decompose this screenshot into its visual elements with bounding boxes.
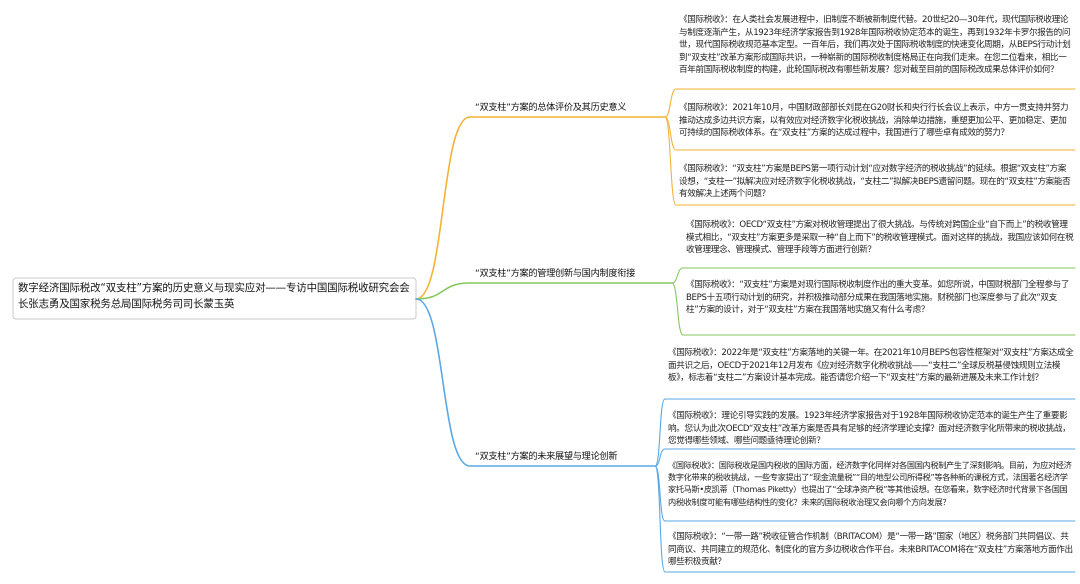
leaf-question-2[interactable]: 《国际税收》：2021年10月，中国财政部部长刘昆在G20财长和央行行长会议上表… (679, 103, 1069, 139)
leaf-connector-1-1 (664, 88, 1076, 118)
leaf-question-8[interactable]: 《国际税收》：国际税收是国内税收的国际方面，经济数字化同样对各国国内税制产生了深… (668, 460, 1072, 507)
leaf-question-4[interactable]: 《国际税收》：OECD“双支柱”方案对税收管理提出了很大挑战。与传统对跨国企业“… (686, 220, 1074, 256)
leaf-connector-3-2 (654, 448, 1076, 467)
leaf-connector-2-2 (671, 282, 1076, 336)
leaf-connector-1-3 (664, 116, 1076, 206)
leaf-question-6[interactable]: 《国际税收》：2022年是“双支柱”方案落地的关键一年。在2021年10月BEP… (668, 348, 1074, 384)
root-topic[interactable]: 数字经济国际税改“双支柱”方案的历史意义与现实应对——专访中国国际税收研究会会长… (18, 282, 410, 310)
branch-management-innovation[interactable]: “双支柱”方案的管理创新与国内制度衔接 (475, 268, 636, 279)
leaf-connector-3-3 (654, 465, 1076, 522)
leaf-question-3[interactable]: 《国际税收》：“双支柱”方案是BEPS第一项行动计划“应对数字经济的税收挑战”的… (679, 164, 1071, 200)
leaf-connector-3-4 (654, 465, 1076, 573)
branch-connector-1 (415, 116, 666, 300)
leaf-question-9[interactable]: 《国际税收》：“一带一路”税收征管合作机制（BRITACOM）是“一带一路”国家… (668, 532, 1073, 568)
branch-connector-3 (415, 298, 656, 467)
branch-overall-evaluation[interactable]: “双支柱”方案的总体评价及其历史意义 (475, 102, 627, 113)
leaf-question-7[interactable]: 《国际税收》：理论引导实践的发展。1923年经济学家报告对于1928年国际税收协… (668, 411, 1071, 447)
leaf-connector-3-1 (654, 398, 1076, 467)
leaf-question-5[interactable]: 《国际税收》：“双支柱”方案是对现行国际税收制度作出的重大变革。如您所说，中国财… (686, 280, 1070, 316)
branch-connector-2 (415, 282, 673, 300)
leaf-question-1[interactable]: 《国际税收》：在人类社会发展进程中，旧制度不断被新制度代替。20世纪20—30年… (679, 15, 1071, 76)
branch-future-outlook[interactable]: “双支柱”方案的未来展望与理论创新 (475, 451, 618, 462)
leaf-connector-2-1 (671, 267, 1076, 284)
leaf-connector-1-2 (664, 116, 1076, 151)
